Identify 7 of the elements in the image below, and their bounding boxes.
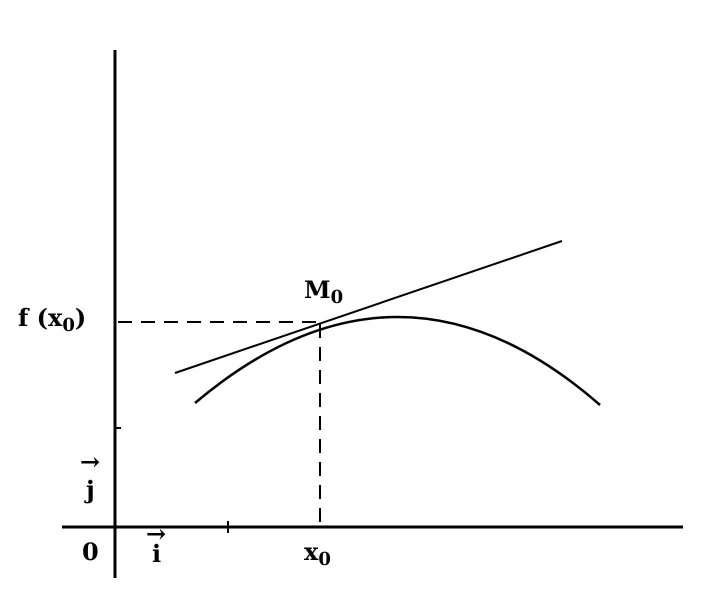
axis-label: x$_{0}$ [304,540,331,564]
axis-label: j [86,478,95,502]
axis-label: → [80,450,100,474]
axis-label: i [152,542,162,566]
axis-label: 0 [82,540,99,564]
axis-label: f (x$_{0}$) [18,306,86,330]
axis-label: M$_{0}$ [304,278,344,302]
